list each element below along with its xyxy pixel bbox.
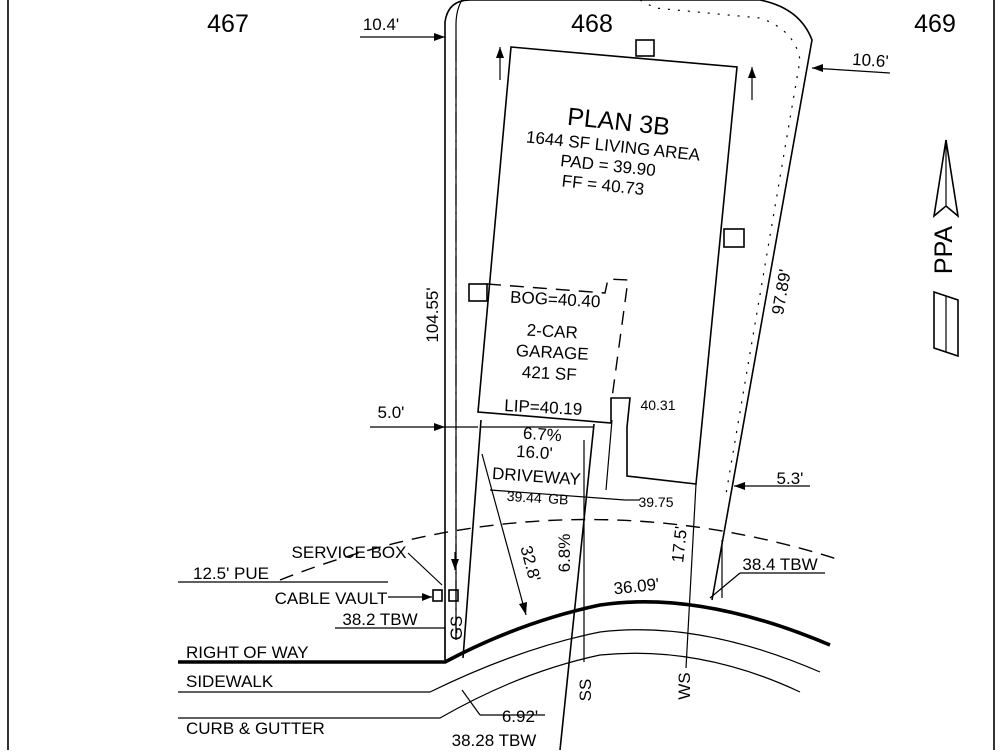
dim-right-depth: 97.89': [768, 268, 795, 316]
utility-water: WS: [675, 672, 694, 699]
lot-469-label: 469: [914, 10, 956, 38]
bumpout-left: [468, 283, 488, 302]
callout-tbw-bottom: 38.28 TBW: [452, 731, 537, 750]
driveway-elev-left-suffix: GB: [548, 490, 569, 507]
garage-bog: BOG=40.40: [510, 288, 601, 312]
bumpout-top: [635, 39, 655, 57]
dim-top-left-offset: 10.4': [363, 15, 399, 34]
cable-vault-box-1: [432, 589, 443, 602]
driveway-joint: [605, 419, 613, 491]
house-footprint: [477, 46, 738, 485]
callout-tbw-right: 38.4 TBW: [742, 555, 817, 574]
lot-468-label: 468: [571, 10, 613, 38]
arrow-5-0: [434, 423, 445, 431]
arrow-vert-top: [496, 47, 504, 58]
garage-lip: LIP=40.19: [504, 396, 583, 419]
driveway-edge-left: [462, 419, 482, 659]
callout-cable-vault: CABLE VAULT: [275, 589, 388, 608]
curb-line: [178, 652, 801, 719]
north-arrow-stamp: PPA: [930, 226, 958, 274]
lot-boundary: [444, 0, 813, 660]
pue-line: [279, 518, 841, 581]
arrow-10-4: [434, 33, 445, 41]
driveway-length: 32.8': [516, 544, 544, 584]
callout-tbw-left: 38.2 TBW: [342, 610, 417, 629]
dim-left-depth: 104.55': [423, 287, 442, 342]
driveway-elev-left: 39.44: [506, 488, 542, 506]
service-box-leader: [407, 552, 443, 586]
arrow-32-8: [519, 602, 527, 615]
garage-line2: GARAGE: [515, 341, 589, 364]
bumpout-right: [723, 228, 745, 248]
dim-frontage: 36.09': [613, 575, 661, 599]
water-line: [685, 483, 697, 669]
dim-10-6-line: [811, 67, 891, 74]
callout-curb-gutter: CURB & GUTTER: [186, 719, 325, 738]
driveway-elev-right: 39.75: [638, 494, 673, 510]
callout-service-box: SERVICE BOX: [292, 543, 407, 562]
arrow-cable-vault: [422, 593, 432, 601]
tbw-right-leader-diag: [709, 572, 741, 599]
sidewalk-line: [178, 629, 821, 693]
dim-front-right: 17.5': [668, 525, 691, 563]
lot-boundary-inner: [455, 0, 463, 640]
driveway-edge-right: [559, 423, 595, 751]
arrow-10-6: [812, 64, 823, 72]
garage-line3: 421 SF: [521, 363, 577, 385]
arrow-5-3: [734, 482, 745, 490]
dim-top-right-offset: 10.6': [852, 50, 890, 71]
driveway-slope2: 6.8%: [555, 534, 574, 573]
north-arrow-tail-icon: [933, 290, 959, 358]
arrow-left-bottom: [451, 559, 459, 570]
callout-pue: 12.5' PUE: [193, 564, 269, 583]
dim-side-left: 5.0': [378, 403, 405, 422]
dim-driveway-base: [489, 489, 626, 501]
setback-line-top: [639, 0, 801, 501]
dim-side-right: 5.3': [777, 469, 804, 488]
right-of-way-line: [178, 600, 831, 664]
arrow-vert-right-top: [748, 67, 756, 78]
driveway-label: DRIVEWAY: [491, 464, 581, 489]
utility-sewer: SS: [576, 679, 595, 702]
driveway-slope: 6.7%: [522, 424, 562, 446]
callout-sidewalk: SIDEWALK: [186, 672, 274, 691]
dim-32-8-line: [481, 453, 527, 616]
garage-corner-elev: 40.31: [640, 397, 675, 413]
garage-line1: 2-CAR: [526, 321, 578, 343]
driveway-width: 16.0': [516, 442, 554, 463]
curb-offset-leader-diag: [461, 689, 481, 716]
cable-vault-box-2: [448, 589, 459, 602]
callout-right-of-way: RIGHT OF WAY: [186, 643, 308, 662]
lot-467-label: 467: [207, 10, 249, 38]
dim-curb-offset: 6.92': [502, 707, 538, 726]
utility-gas: GS: [447, 616, 466, 641]
garage-outline: [486, 278, 629, 399]
